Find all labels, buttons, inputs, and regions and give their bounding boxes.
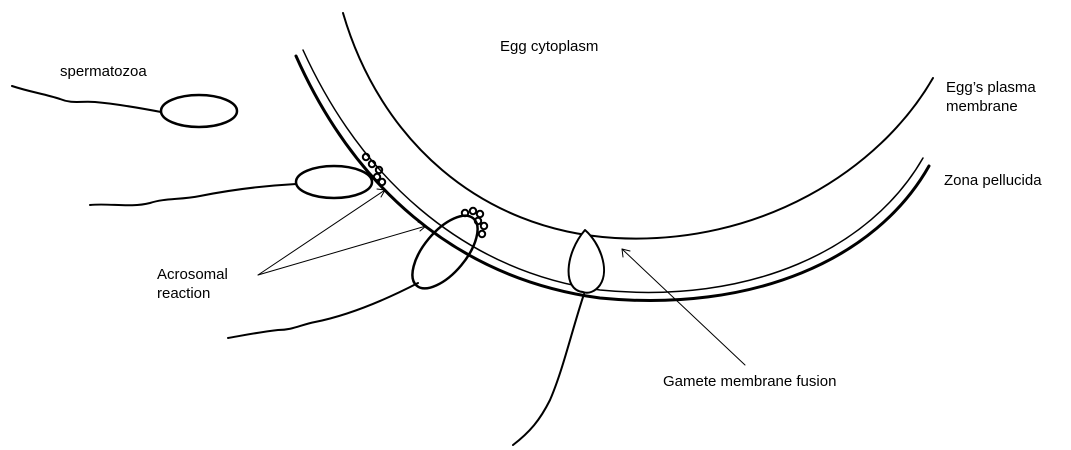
spermatozoon-tail-2: [90, 184, 296, 205]
acrosomal-vesicles-2: [462, 208, 487, 237]
annotation-arrows: [258, 189, 745, 365]
label-gamete-membrane-fusion: Gamete membrane fusion: [663, 372, 836, 391]
label-plasma-line-1: Egg’s plasma: [946, 78, 1036, 97]
spermatozoon-tail-1: [12, 86, 161, 112]
label-egg-cytoplasm: Egg cytoplasm: [500, 37, 598, 56]
arrow-acrosomal-2: [258, 226, 426, 275]
label-acrosomal-line-1: Acrosomal: [157, 265, 228, 284]
spermatozoon-head-1: [161, 95, 237, 127]
label-acrosomal-reaction: Acrosomal reaction: [157, 265, 228, 303]
label-zona-pellucida: Zona pellucida: [944, 171, 1042, 190]
zona-pellucida-outer-line: [296, 56, 929, 301]
label-spermatozoa: spermatozoa: [60, 62, 147, 81]
label-egg-plasma-membrane: Egg’s plasma membrane: [946, 78, 1036, 116]
spermatozoon-tail-4: [513, 294, 584, 445]
spermatozoon-head-2: [296, 166, 372, 198]
arrow-acrosomal-1: [258, 190, 385, 275]
zona-pellucida-inner-line: [303, 50, 923, 292]
spermatozoon-head-4: [569, 230, 604, 293]
label-plasma-line-2: membrane: [946, 97, 1036, 116]
label-acrosomal-line-2: reaction: [157, 284, 228, 303]
spermatozoon-tail-3: [228, 283, 418, 338]
egg-plasma-membrane: [343, 13, 933, 239]
arrow-fusion: [622, 249, 745, 365]
